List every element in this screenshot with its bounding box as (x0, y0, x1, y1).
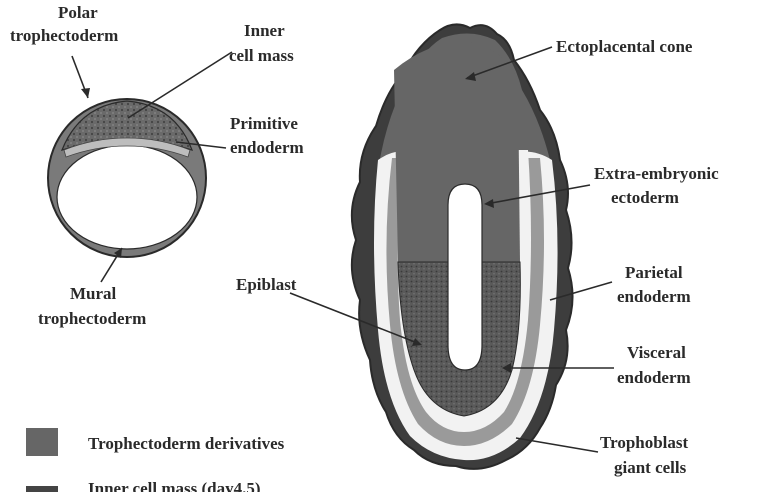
blastocyst (48, 99, 206, 257)
label-visceral: Visceral endoderm (617, 343, 691, 387)
label-icm: Inner cell mass (229, 21, 294, 65)
legend: Trophectoderm derivatives Inner cell mas… (26, 428, 285, 492)
legend-swatch-icm (26, 486, 58, 492)
egg-cylinder (352, 24, 573, 468)
label-epiblast: Epiblast (236, 275, 297, 294)
label-mural: Mural trophectoderm (38, 284, 146, 328)
proamniotic-cavity (448, 184, 482, 370)
label-parietal: Parietal endoderm (617, 263, 691, 306)
legend-swatch-trophectoderm (26, 428, 58, 456)
legend-label-trophectoderm: Trophectoderm derivatives (88, 434, 285, 453)
label-ectoplacental: Ectoplacental cone (556, 37, 693, 56)
arrowhead-polar (81, 88, 90, 98)
blastocoel-cavity (57, 145, 197, 249)
arrow-icm (128, 52, 232, 118)
label-primitive: Primitive endoderm (230, 114, 304, 157)
label-trophoblast: Trophoblast giant cells (600, 433, 692, 477)
label-extra: Extra-embryonic ectoderm (594, 164, 723, 207)
label-polar: Polar trophectoderm (10, 3, 118, 45)
legend-label-icm: Inner cell mass (day4.5) (88, 479, 261, 492)
